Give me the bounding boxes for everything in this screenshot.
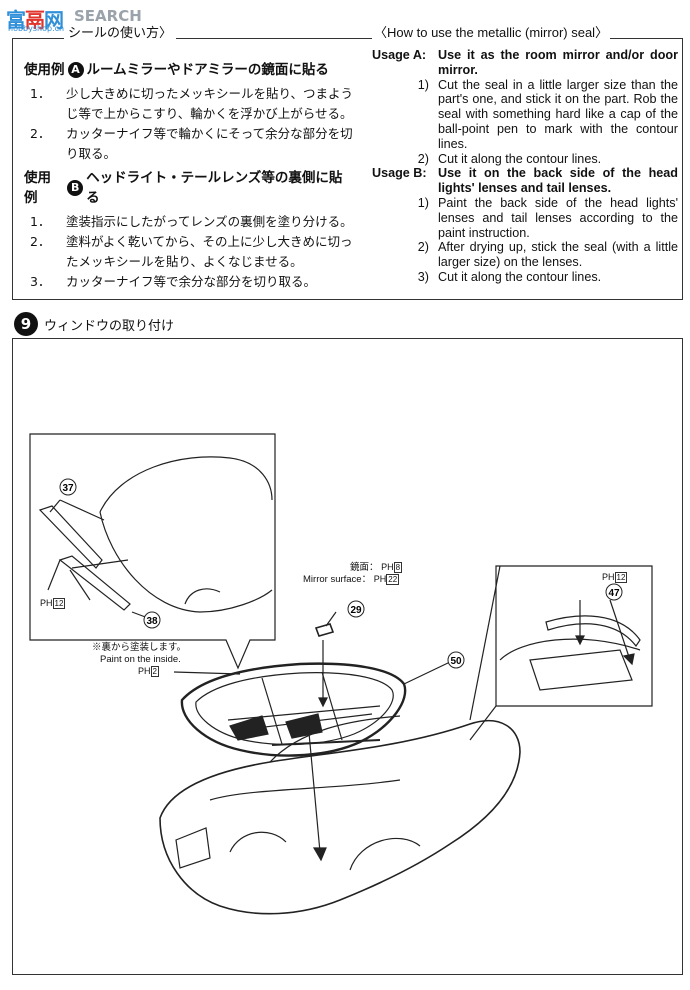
part-47-label: 47 <box>608 588 620 599</box>
window-frame-part-50 <box>180 662 407 757</box>
step-title: ウィンドウの取り付け <box>44 318 175 334</box>
en-step: 1)Paint the back side of the head lights… <box>417 195 678 240</box>
jp-usage-a-heading: 使用例 A ルームミラーやドアミラーの鏡面に貼る <box>24 62 329 78</box>
step-heading: 9 ウィンドウの取り付け <box>14 312 174 336</box>
jp-step: 3．カッターナイフ等で余分な部分を切り取る。 <box>30 274 317 289</box>
part-29-label: 29 <box>350 605 362 616</box>
seal-title-en: 〈How to use the metallic (mirror) seal〉 <box>372 22 611 41</box>
en-usage-section: Usage A:Use it as the room mirror and/or… <box>372 48 678 285</box>
watermark: 富鬲网 SEARCH hobbyshop.cn <box>6 4 176 34</box>
seal-title-jp: シールの使い方〉 <box>64 22 177 41</box>
step-number-badge: 9 <box>14 312 38 336</box>
part-37-label: 37 <box>62 483 74 494</box>
jp-usage-a: 使用例 A ルームミラーやドアミラーの鏡面に貼る 1．少し大きめに切ったメッキシ… <box>24 60 354 164</box>
en-usage-a-heading: Usage A:Use it as the room mirror and/or… <box>372 48 678 77</box>
en-step: 2)After drying up, stick the seal (with … <box>417 240 678 270</box>
part-38-label: 38 <box>146 616 158 627</box>
detail-inset-box <box>29 433 276 670</box>
assembly-diagram-frame <box>12 338 683 975</box>
jp-step: 1．塗装指示にしたがってレンズの裏側を塗り分ける。 <box>30 214 353 229</box>
part-number-50: 50 <box>447 651 465 669</box>
en-step: 2)Cut it along the contour lines. <box>417 151 602 166</box>
jp-step: 2．塗料がよく乾いてから、その上に少し大きめに切ったメッキシールを貼り、よくなじ… <box>30 234 353 269</box>
part-50-label: 50 <box>450 656 462 667</box>
en-step: 1)Cut the seal in a little larger size t… <box>417 77 678 151</box>
paint-inside-jp: ※裏から塗装します。 <box>92 642 187 653</box>
rear-detail-box <box>495 565 653 707</box>
windshield-detail <box>99 456 273 513</box>
part-47-strip <box>545 615 641 648</box>
en-usage-b-heading: Usage B:Use it on the back side of the h… <box>372 166 678 196</box>
jp-step: 1．少し大きめに切ったメッキシールを貼り、つまようじ等で上からこすり、輪かくを浮… <box>30 86 354 121</box>
jp-step: 2．カッターナイフ等で輪かくにそって余分な部分を切り取る。 <box>30 126 353 161</box>
en-step: 3)Cut it along the contour lines. <box>417 269 602 284</box>
letter-b-icon: B <box>67 180 84 196</box>
part-number-38: 38 <box>143 611 161 629</box>
part-38-strip <box>58 555 131 611</box>
watermark-url: hobbyshop.cn <box>8 24 65 33</box>
watermark-logo: 富鬲网 <box>6 8 64 32</box>
mirror-part-29 <box>314 623 335 637</box>
jp-usage-b: 使用例 B ヘッドライト・テールレンズ等の裏側に貼る 1．塗装指示にしたがってレ… <box>24 168 354 292</box>
car-body-outline <box>159 715 521 915</box>
jp-usage-b-heading: 使用例 B ヘッドライト・テールレンズ等の裏側に貼る <box>24 170 343 206</box>
part-number-29: 29 <box>347 600 365 618</box>
seal-instructions-box <box>12 38 683 300</box>
part-number-37: 37 <box>59 478 77 496</box>
paint-inside-en: Paint on the inside. <box>100 654 181 665</box>
part-37-strip <box>38 505 103 569</box>
part-number-47: 47 <box>605 583 623 601</box>
watermark-search: SEARCH <box>74 7 142 25</box>
letter-a-icon: A <box>67 62 84 78</box>
